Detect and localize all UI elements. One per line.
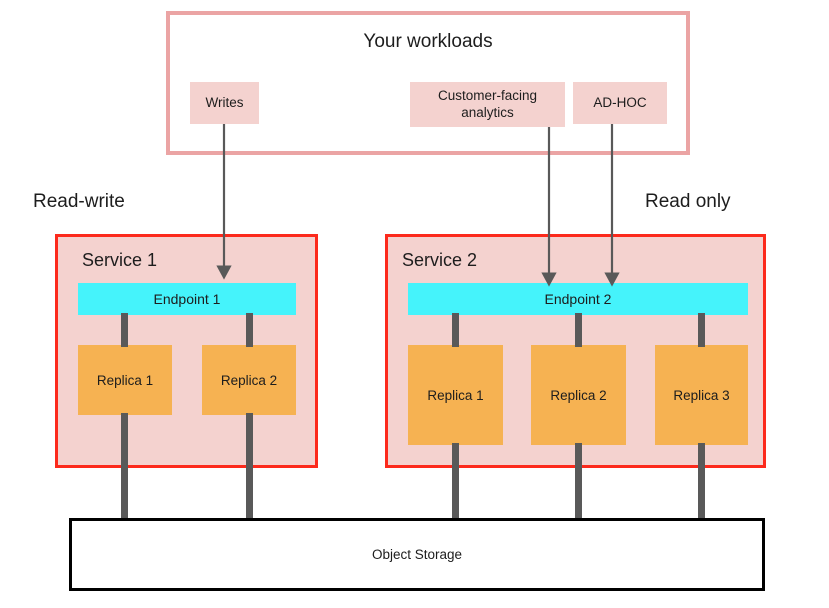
zone-label-read-write: Read-write — [33, 191, 125, 212]
connector-s1-replica-2-storage — [246, 413, 253, 520]
connector-s2-replica-3-storage — [698, 443, 705, 520]
service-2-replica-3[interactable]: Replica 3 — [655, 345, 748, 445]
service-1-replica-2[interactable]: Replica 2 — [202, 345, 296, 415]
connector-s1-endpoint-replica-2 — [246, 313, 253, 347]
connector-s2-replica-1-storage — [452, 443, 459, 520]
connector-s2-endpoint-replica-2 — [575, 313, 582, 347]
workload-chip-writes[interactable]: Writes — [190, 82, 259, 124]
service-1-replica-1[interactable]: Replica 1 — [78, 345, 172, 415]
object-storage-label: Object Storage — [371, 547, 463, 562]
connector-s2-replica-2-storage — [575, 443, 582, 520]
connector-s2-endpoint-replica-3 — [698, 313, 705, 347]
workloads-title: Your workloads — [363, 31, 493, 52]
service-1-title: Service 1 — [82, 250, 158, 270]
service-2-replica-2[interactable]: Replica 2 — [531, 345, 626, 445]
service-1-endpoint[interactable]: Endpoint 1 — [78, 283, 296, 315]
service-2-endpoint[interactable]: Endpoint 2 — [408, 283, 748, 315]
connector-s1-endpoint-replica-1 — [121, 313, 128, 347]
connector-s2-endpoint-replica-1 — [452, 313, 459, 347]
service-2-title: Service 2 — [402, 250, 478, 270]
object-storage-box[interactable]: Object Storage — [69, 518, 765, 591]
workload-chip-ad-hoc[interactable]: AD-HOC — [573, 82, 667, 124]
zone-label-read-only: Read only — [645, 191, 731, 212]
service-2-replica-1[interactable]: Replica 1 — [408, 345, 503, 445]
connector-s1-replica-1-storage — [121, 413, 128, 520]
